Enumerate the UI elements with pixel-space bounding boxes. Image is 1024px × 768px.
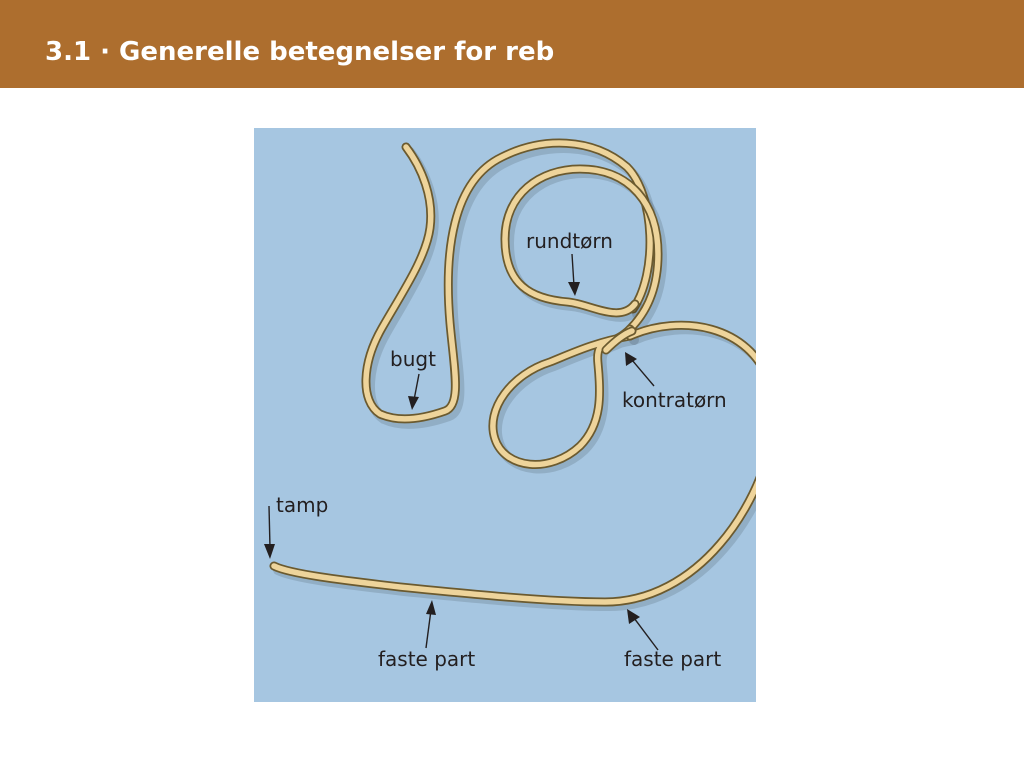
tamp-arrowhead [264, 544, 275, 559]
rope-drawing: rundtørn bugt kontratørn tamp faste part… [264, 138, 756, 671]
rope [269, 138, 756, 611]
slide-header: 3.1 · Generelle betegnelser for reb [0, 0, 1024, 88]
faste-part-right-arrow [633, 617, 659, 651]
label-bugt: bugt [390, 347, 436, 371]
label-kontratorn: kontratørn [622, 388, 727, 412]
rope-labels: rundtørn bugt kontratørn tamp faste part… [276, 229, 727, 671]
faste-part-left-arrow [425, 609, 432, 649]
label-rundtorn: rundtørn [526, 229, 613, 253]
label-faste-part-left: faste part [378, 647, 475, 671]
label-faste-part-right: faste part [624, 647, 721, 671]
tamp-arrow [268, 505, 271, 549]
faste-part-right-arrowhead [627, 609, 640, 624]
slide-title: 3.1 · Generelle betegnelser for reb [45, 37, 555, 67]
kontratorn-arrow [631, 359, 655, 387]
bugt-arrow [413, 373, 420, 401]
rope-diagram: rundtørn bugt kontratørn tamp faste part… [254, 128, 756, 702]
rundtorn-arrow [571, 253, 575, 287]
rundtorn-arrowhead [568, 282, 580, 296]
kontratorn-arrowhead [625, 352, 637, 366]
label-arrows [264, 253, 659, 651]
faste-part-left-arrowhead [426, 600, 436, 615]
bugt-arrowhead [408, 396, 419, 410]
label-tamp: tamp [276, 493, 328, 517]
